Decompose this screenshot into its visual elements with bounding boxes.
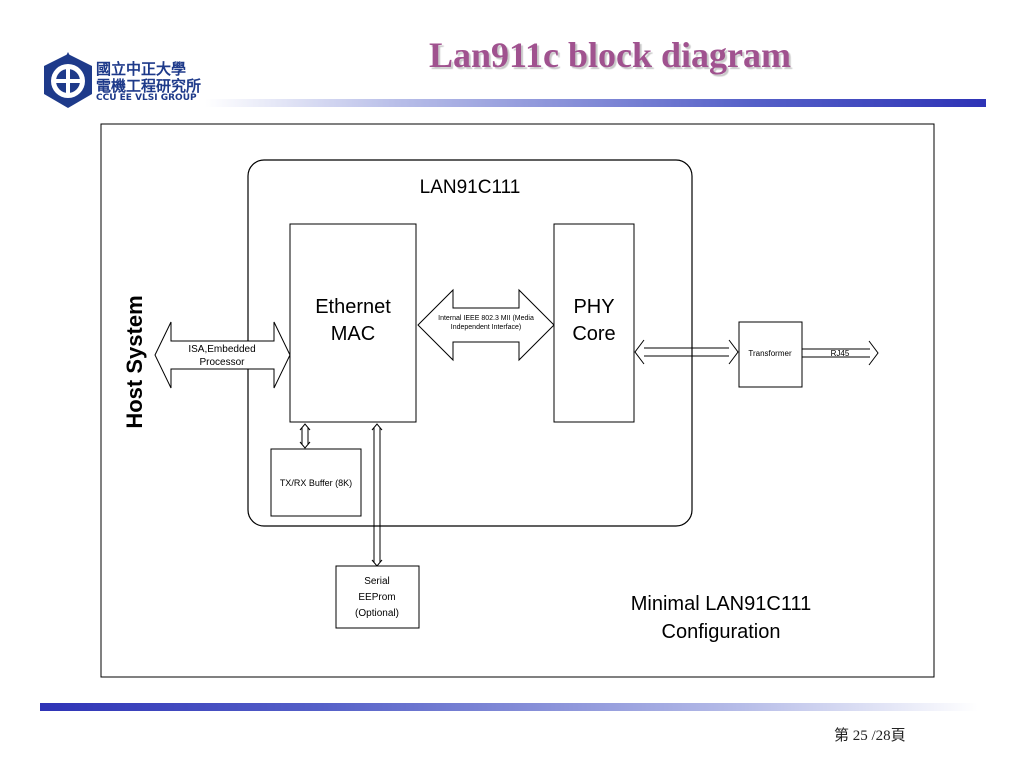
isa-bus-arrow (154, 321, 291, 389)
logo-institute-name: 電機工程研究所 (96, 77, 202, 95)
transformer-label: Transformer (748, 349, 792, 358)
ccu-emblem-icon (44, 52, 92, 108)
mac-label-line1: Ethernet (315, 296, 391, 318)
phy-transformer-link (634, 339, 739, 365)
transformer-block (738, 321, 803, 388)
logo-group-name: CCU EE VLSI GROUP (96, 93, 197, 103)
buffer-label: TX/RX Buffer (8K) (280, 478, 352, 488)
mac-buffer-link (299, 423, 311, 449)
eeprom-label-line1: Serial (364, 576, 390, 587)
phy-label-line1: PHY (573, 296, 614, 318)
chip-label: LAN91C111 (420, 177, 521, 198)
serial-eeprom-block (335, 565, 420, 629)
tx-rx-buffer-block (270, 448, 362, 517)
mac-eeprom-link (371, 423, 383, 567)
mac-label-line2: MAC (331, 323, 375, 345)
page-number: 第 25 /28頁 (834, 728, 906, 744)
mii-label-line2: Independent Interface) (451, 324, 521, 331)
phy-label-line2: Core (572, 323, 615, 345)
phy-core-block (553, 223, 635, 423)
caption-line2: Configuration (662, 621, 781, 643)
diagram-frame (100, 123, 935, 678)
isa-label-line1: ISA,Embedded (188, 344, 255, 355)
caption-line1: Minimal LAN91C111 (631, 593, 811, 615)
slide-title: Lan911c block diagram (428, 35, 792, 75)
rj45-link (802, 340, 879, 366)
eeprom-label-line3: (Optional) (355, 608, 399, 619)
mii-label-line1: Internal IEEE 802.3 MII (Media (438, 315, 534, 322)
rj45-label: RJ45 (831, 349, 850, 358)
host-system-label: Host System (122, 295, 147, 428)
logo-university-name: 國立中正大學 (96, 60, 187, 78)
header-divider (205, 99, 986, 107)
eeprom-label-line2: EEProm (358, 592, 395, 603)
isa-label-line2: Processor (199, 357, 245, 368)
footer-divider (40, 703, 978, 711)
ccu-logo: 國立中正大學 電機工程研究所 CCU EE VLSI GROUP (40, 52, 205, 112)
ethernet-mac-block (289, 223, 417, 423)
